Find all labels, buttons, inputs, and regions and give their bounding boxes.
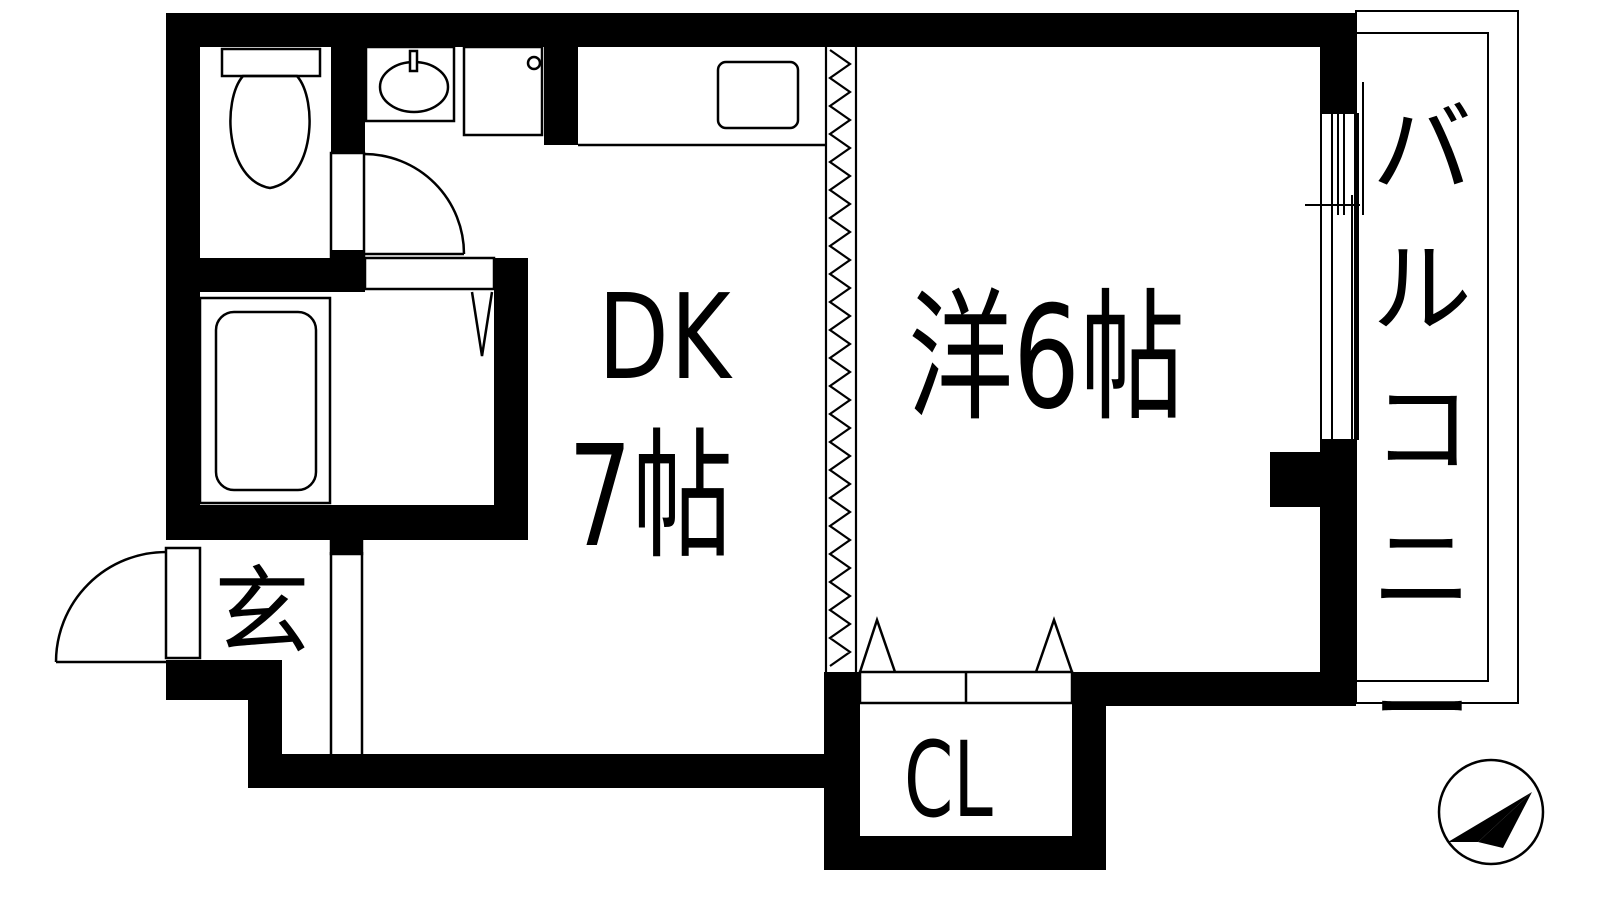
toilet-door <box>329 151 466 260</box>
room-size-dk: 7帖 <box>568 416 733 579</box>
room-label-entrance: 玄 <box>214 556 310 668</box>
bathtub-fixture <box>198 296 332 505</box>
room-label-dk: DK <box>598 268 733 406</box>
washing-machine-space <box>462 45 544 137</box>
walls <box>166 13 1356 870</box>
sliding-partition <box>824 47 858 672</box>
washbasin-fixture <box>364 45 456 123</box>
balcony-char: バ <box>1372 91 1472 208</box>
balcony-char: ー <box>1372 651 1472 768</box>
entrance-step <box>329 538 364 754</box>
kitchen-counter <box>578 60 826 147</box>
balcony-char: ニ <box>1372 511 1472 628</box>
room-label-western: 洋6帖 <box>908 276 1186 441</box>
toilet-fixture <box>220 47 322 190</box>
bath-door <box>363 256 496 357</box>
compass-icon <box>1437 758 1545 866</box>
balcony-char: コ <box>1372 371 1472 488</box>
balcony-char: ル <box>1372 231 1472 348</box>
room-label-closet: CL <box>904 719 993 841</box>
closet-doors <box>858 616 1074 705</box>
entrance-door <box>54 546 202 664</box>
balcony-window <box>1305 82 1364 441</box>
room-label-balcony: バ ル コ ニ ー <box>1372 80 1472 780</box>
